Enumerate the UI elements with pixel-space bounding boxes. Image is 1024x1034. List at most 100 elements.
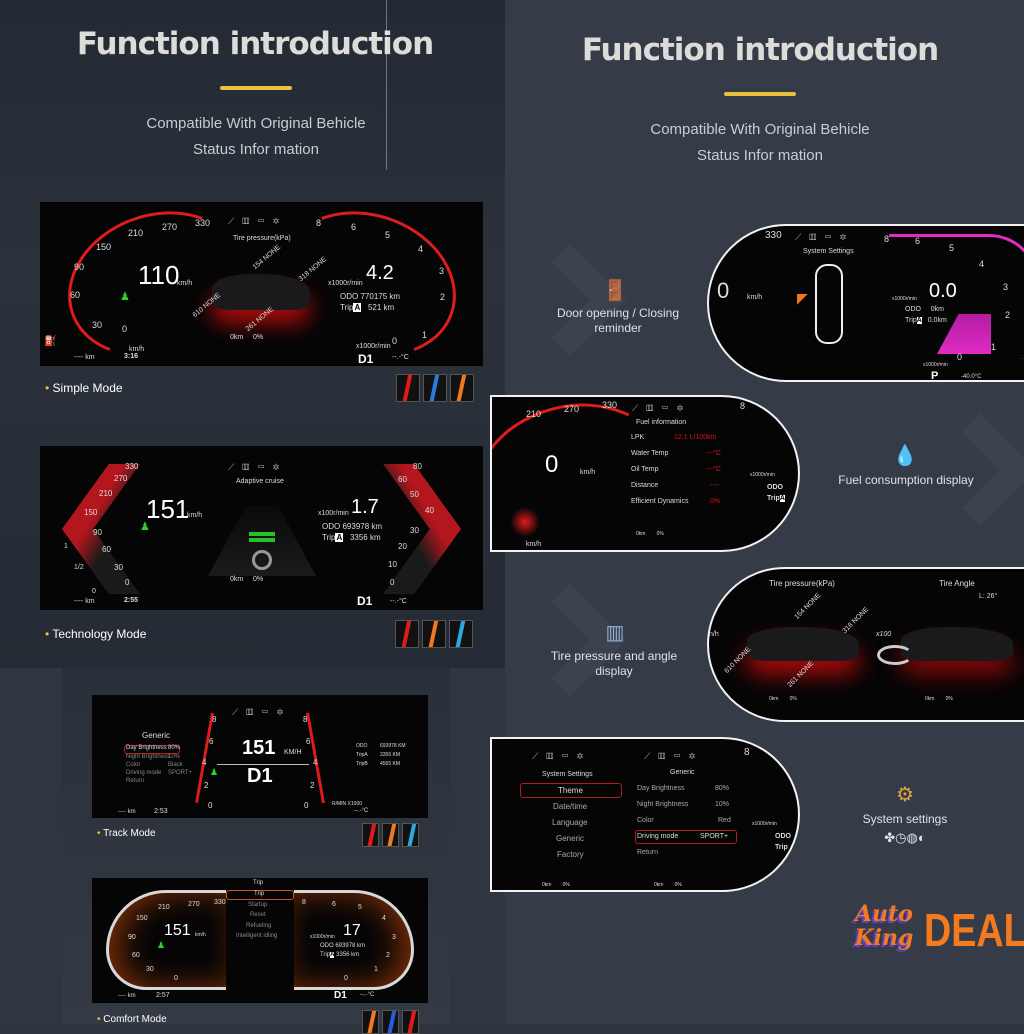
theme-thumb-cyan[interactable] bbox=[402, 823, 419, 847]
menu-item[interactable]: Return bbox=[126, 778, 145, 784]
menu-item[interactable]: Refueling bbox=[246, 923, 272, 929]
top-icon-bar: ⟋▥▭✲ bbox=[232, 707, 292, 717]
odo-value: 693978 bbox=[335, 943, 356, 949]
comfort-mode-label: Comfort Mode bbox=[97, 1014, 166, 1025]
feature-label-settings: System settings bbox=[862, 812, 948, 826]
trip-label: Trip bbox=[775, 844, 788, 851]
battery-percent: 0% bbox=[252, 576, 264, 583]
rpm-gauge-ring bbox=[294, 890, 414, 990]
menu-item[interactable]: Intelligent idling bbox=[236, 933, 278, 939]
generic-setting[interactable]: Driving mode bbox=[637, 833, 679, 840]
generic-setting[interactable]: Color bbox=[637, 817, 654, 824]
trip-badge: A bbox=[353, 303, 362, 312]
battery-percent: 0% bbox=[656, 531, 664, 537]
odo-label: ODO bbox=[767, 484, 783, 491]
speed-gauge-ring bbox=[106, 890, 226, 990]
tick: 2 bbox=[440, 292, 446, 302]
trip-label: Trip bbox=[320, 952, 331, 958]
tick: 1 bbox=[991, 342, 997, 352]
speed-readout: 110 bbox=[138, 260, 180, 290]
tire-rear-right: 261 NONE bbox=[244, 305, 276, 334]
menu-item[interactable]: Color bbox=[126, 762, 141, 768]
tick: 1 bbox=[374, 966, 378, 973]
settings-menu-item[interactable]: Date/time bbox=[553, 802, 588, 811]
seatbelt-icon: ♟ bbox=[157, 940, 166, 950]
screen-title: Tire pressure(kPa) bbox=[769, 579, 835, 588]
comfort-theme-thumbs bbox=[362, 1010, 419, 1034]
decor-line bbox=[386, 0, 387, 170]
tick: 90 bbox=[128, 934, 136, 941]
settings-menu-item[interactable]: Factory bbox=[557, 850, 584, 859]
tick: 30 bbox=[410, 526, 419, 535]
theme-thumb-orange[interactable] bbox=[362, 1010, 379, 1034]
rpm-unit: x1000r/min bbox=[752, 821, 777, 827]
tick: 4 bbox=[979, 259, 985, 269]
settings-menu-item[interactable]: Theme bbox=[558, 786, 583, 795]
odo-label: ODO bbox=[340, 292, 359, 301]
menu-item[interactable]: Night Brightness bbox=[126, 754, 171, 760]
feature-label-door: Door opening / Closing reminder bbox=[556, 306, 680, 335]
battery-percent: 0% bbox=[945, 696, 953, 702]
theme-thumb-red[interactable] bbox=[402, 1010, 419, 1034]
top-icon-bar: ⟋▥▭✲ bbox=[532, 751, 592, 761]
tire-angle-value: L: 26° bbox=[979, 593, 998, 600]
tick: 150 bbox=[84, 508, 98, 517]
menu-value: SPORT+ bbox=[168, 770, 193, 776]
tick: 0 bbox=[174, 975, 178, 982]
tick: 8 bbox=[302, 899, 306, 906]
center-title: Tire pressure(kPa) bbox=[233, 235, 291, 242]
theme-thumb-cyan[interactable] bbox=[449, 620, 473, 648]
top-icon-bar: ⟋▥▭✲ bbox=[644, 751, 704, 761]
theme-thumb-orange[interactable] bbox=[450, 374, 474, 402]
fuel-row-label: Distance bbox=[631, 482, 659, 489]
theme-thumb-blue[interactable] bbox=[382, 1010, 399, 1034]
menu-item[interactable]: Day Brightness bbox=[126, 745, 167, 751]
generic-setting[interactable]: Return bbox=[637, 849, 659, 856]
fuel-row-label: Water Temp bbox=[631, 450, 669, 457]
generic-setting[interactable]: Day Brightness bbox=[637, 785, 685, 792]
generic-setting-value: 10% bbox=[715, 801, 730, 808]
theme-thumb-orange[interactable] bbox=[422, 620, 446, 648]
range-readout: ---- km bbox=[118, 809, 136, 815]
odo-label: ODO bbox=[905, 306, 921, 313]
fuel-tick: 1/2 bbox=[74, 564, 84, 571]
fuel-km: 0km bbox=[769, 696, 779, 702]
left-rpm-bar bbox=[184, 713, 214, 803]
cruise-distance-bars bbox=[249, 532, 275, 536]
menu-item[interactable]: Startup bbox=[248, 902, 268, 908]
menu-value: Black bbox=[168, 762, 183, 768]
rpm-unit: x1000r/min bbox=[310, 934, 335, 940]
gear-indicator: D1 bbox=[357, 594, 373, 608]
tick: 80 bbox=[413, 462, 422, 471]
comfort-mode-dashboard: 0 30 60 90 150 210 270 330 0 1 2 3 4 5 6… bbox=[92, 878, 428, 1003]
title-underline bbox=[724, 92, 796, 96]
speed-readout: 151 bbox=[146, 494, 190, 524]
battery-percent: 0% bbox=[789, 696, 797, 702]
settings-menu-item[interactable]: Language bbox=[552, 818, 588, 827]
steering-wheel-icon bbox=[252, 550, 272, 570]
settings-menu-item[interactable]: Generic bbox=[556, 834, 585, 843]
fuel-row-label: Efficient Dynamics bbox=[631, 498, 689, 505]
divider bbox=[217, 764, 309, 765]
tick: 330 bbox=[765, 230, 782, 241]
menu-title: Trip bbox=[253, 880, 264, 886]
top-icon-bar: ⟋▥▭✲ bbox=[228, 216, 288, 226]
theme-thumb-red[interactable] bbox=[395, 620, 419, 648]
theme-thumb-blue[interactable] bbox=[423, 374, 447, 402]
fuel-km: 0km bbox=[542, 882, 552, 888]
theme-thumb-orange[interactable] bbox=[382, 823, 399, 847]
tick: 330 bbox=[214, 899, 226, 906]
clock: 2:57 bbox=[156, 992, 170, 999]
theme-thumb-red[interactable] bbox=[396, 374, 420, 402]
menu-item[interactable]: Trip bbox=[254, 891, 265, 897]
title-underline bbox=[220, 86, 292, 90]
tick: 0 bbox=[304, 801, 309, 810]
speed-unit: n/h bbox=[709, 631, 719, 638]
theme-thumb-red[interactable] bbox=[362, 823, 379, 847]
menu-item[interactable]: Reset bbox=[250, 912, 266, 918]
clock: 3:16 bbox=[124, 353, 139, 360]
tick: 6 bbox=[209, 737, 214, 746]
generic-setting[interactable]: Night Brightness bbox=[637, 801, 689, 808]
menu-item[interactable]: Driving mode bbox=[126, 770, 162, 776]
steering-angle-arc bbox=[877, 645, 913, 665]
